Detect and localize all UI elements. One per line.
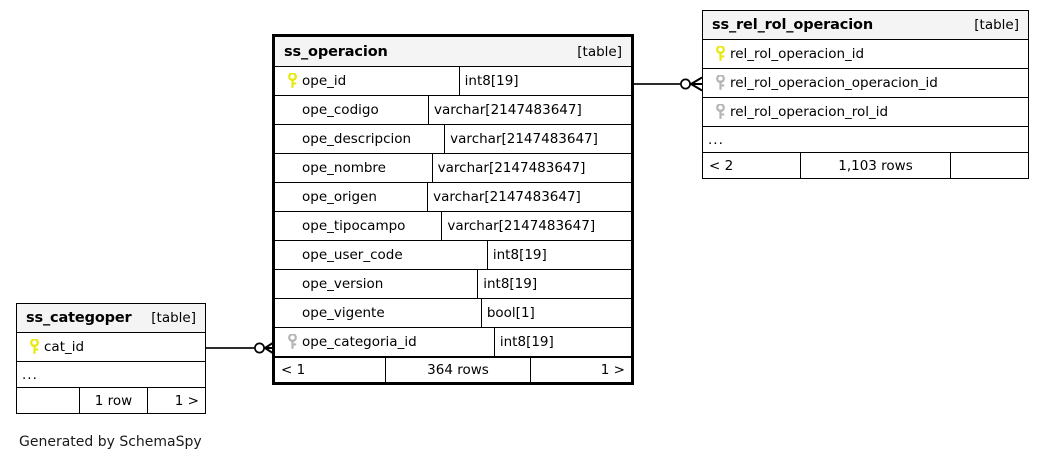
footer-prev-link[interactable]	[17, 388, 79, 413]
column-name-cell: ope_vigente	[275, 299, 481, 327]
primary-key-icon	[24, 333, 44, 361]
table-footer: < 2 1,103 rows	[703, 153, 1028, 178]
no-key-icon	[282, 299, 302, 327]
table-row[interactable]: ope_codigo varchar[2147483647]	[275, 96, 631, 125]
column-label: ope_vigente	[302, 305, 385, 321]
table-row[interactable]: ope_nombre varchar[2147483647]	[275, 154, 631, 183]
more-columns-indicator: ...	[17, 362, 205, 388]
footer-row-count: 1 row	[79, 388, 147, 413]
primary-key-icon	[710, 40, 730, 68]
column-name-cell: rel_rol_operacion_rol_id	[703, 98, 1028, 126]
table-row[interactable]: cat_id	[17, 333, 205, 362]
column-name-cell: ope_categoria_id	[275, 328, 494, 356]
column-type-cell: bool[1]	[480, 299, 631, 327]
foreign-key-icon	[282, 328, 302, 356]
column-name-cell: ope_version	[275, 270, 477, 298]
table-type-tag: [table]	[151, 310, 196, 326]
column-type-cell: varchar[2147483647]	[431, 154, 631, 182]
table-title: ss_operacion	[284, 43, 388, 60]
no-key-icon	[282, 96, 302, 124]
column-type-cell: int8[19]	[493, 328, 631, 356]
relationship-operacion-to-rel-rol-operacion	[632, 72, 706, 96]
column-type-cell: varchar[2147483647]	[427, 96, 631, 124]
column-name-cell: rel_rol_operacion_operacion_id	[703, 69, 1028, 97]
table-row[interactable]: rel_rol_operacion_rol_id	[703, 98, 1028, 127]
column-label: ope_user_code	[302, 247, 403, 263]
no-key-icon	[282, 125, 302, 153]
column-label: ope_descripcion	[302, 131, 412, 147]
table-ss-rel-rol-operacion[interactable]: ss_rel_rol_operacion [table] rel_rol_ope…	[702, 10, 1029, 179]
table-row[interactable]: rel_rol_operacion_id	[703, 40, 1028, 69]
column-label: rel_rol_operacion_id	[730, 46, 865, 62]
table-row[interactable]: ope_origen varchar[2147483647]	[275, 183, 631, 212]
column-name-cell: ope_id	[275, 67, 459, 95]
table-row[interactable]: ope_version int8[19]	[275, 270, 631, 299]
footer-prev-link[interactable]: < 2	[709, 157, 734, 174]
table-ss-categoper[interactable]: ss_categoper [table] cat_id ... 1 row 1 …	[16, 303, 206, 414]
column-type-cell: int8[19]	[458, 67, 631, 95]
table-title: ss_categoper	[26, 310, 132, 326]
table-row[interactable]: ope_user_code int8[19]	[275, 241, 631, 270]
footer-row-count: 364 rows	[385, 358, 530, 382]
no-key-icon	[282, 241, 302, 269]
column-label: rel_rol_operacion_operacion_id	[730, 75, 938, 91]
table-type-tag: [table]	[577, 43, 622, 60]
table-footer: < 1 364 rows 1 >	[275, 357, 631, 382]
column-name-cell: ope_origen	[275, 183, 427, 211]
no-key-icon	[282, 183, 302, 211]
table-footer: 1 row 1 >	[17, 388, 205, 413]
column-label: cat_id	[44, 339, 85, 355]
footer-row-count: 1,103 rows	[800, 153, 950, 178]
footer-next-link[interactable]: 1 >	[530, 358, 631, 382]
table-header-ss-operacion: ss_operacion [table]	[275, 37, 631, 67]
table-row[interactable]: rel_rol_operacion_operacion_id	[703, 69, 1028, 98]
table-ss-operacion[interactable]: ss_operacion [table] ope_id int8[19] ope…	[272, 34, 634, 385]
column-label: ope_version	[302, 276, 384, 292]
column-label: ope_tipocampo	[302, 218, 406, 234]
column-type-cell: int8[19]	[486, 241, 631, 269]
column-label: ope_categoria_id	[302, 334, 417, 350]
footer-prev-link[interactable]: < 1	[281, 362, 306, 378]
table-row[interactable]: ope_descripcion varchar[2147483647]	[275, 125, 631, 154]
column-name-cell: ope_user_code	[275, 241, 487, 269]
table-row[interactable]: ope_vigente bool[1]	[275, 299, 631, 328]
table-header-ss-categoper: ss_categoper [table]	[17, 304, 205, 333]
column-name-cell: ope_descripcion	[275, 125, 444, 153]
no-key-icon	[282, 154, 302, 182]
column-name-cell: ope_nombre	[275, 154, 432, 182]
table-title: ss_rel_rol_operacion	[712, 17, 874, 33]
column-name-cell: cat_id	[17, 333, 205, 361]
generated-by-caption: Generated by SchemaSpy	[19, 434, 202, 450]
column-label: ope_origen	[302, 189, 377, 205]
relationship-categoper-to-operacion	[204, 336, 278, 360]
foreign-key-icon	[710, 69, 730, 97]
column-name-cell: ope_codigo	[275, 96, 428, 124]
foreign-key-icon	[710, 98, 730, 126]
table-row[interactable]: ope_categoria_id int8[19]	[275, 328, 631, 357]
column-name-cell: rel_rol_operacion_id	[703, 40, 1028, 68]
column-type-cell: varchar[2147483647]	[427, 183, 631, 211]
no-key-icon	[282, 212, 302, 240]
table-row[interactable]: ope_id int8[19]	[275, 67, 631, 96]
more-columns-indicator: ...	[703, 127, 1028, 153]
column-label: ope_codigo	[302, 102, 379, 118]
column-name-cell: ope_tipocampo	[275, 212, 441, 240]
table-row[interactable]: ope_tipocampo varchar[2147483647]	[275, 212, 631, 241]
footer-next-link[interactable]	[950, 153, 1028, 178]
column-type-cell: varchar[2147483647]	[441, 212, 631, 240]
table-header-ss-rel-rol-operacion: ss_rel_rol_operacion [table]	[703, 11, 1028, 40]
column-label: ope_nombre	[302, 160, 386, 176]
primary-key-icon	[282, 67, 302, 95]
footer-next-link[interactable]: 1 >	[147, 388, 205, 413]
column-type-cell: int8[19]	[477, 270, 631, 298]
table-type-tag: [table]	[974, 17, 1019, 33]
column-label: rel_rol_operacion_rol_id	[730, 104, 889, 120]
column-label: ope_id	[302, 73, 347, 89]
column-type-cell: varchar[2147483647]	[444, 125, 631, 153]
no-key-icon	[282, 270, 302, 298]
